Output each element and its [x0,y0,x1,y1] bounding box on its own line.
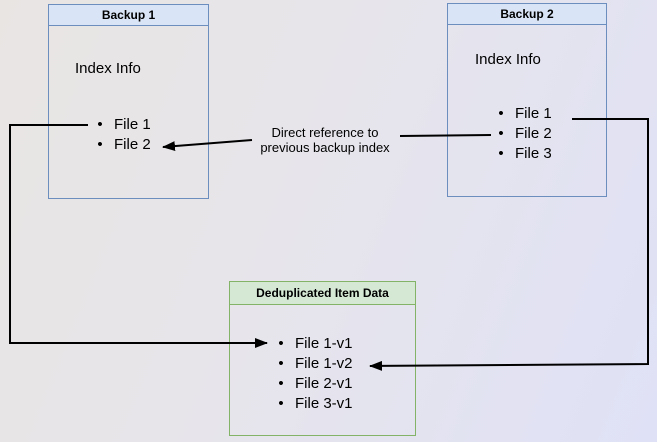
list-item: • File 2 [92,135,151,155]
backup1-file-list: • File 1 • File 2 [92,115,151,155]
backup1-box: Backup 1 Index Info • File 1 • File 2 [48,4,209,199]
list-item: • File 3 [493,144,552,164]
backup2-file-list: • File 1 • File 2 • File 3 [493,104,552,164]
list-item: • File 1-v1 [273,334,353,354]
item-label: File 1-v1 [295,335,353,352]
item-label: File 3-v1 [295,395,353,412]
list-item: • File 2 [493,124,552,144]
bullet-icon: • [498,145,504,162]
file-label: File 3 [515,145,552,162]
file-label: File 1 [114,116,151,133]
bullet-icon: • [498,105,504,122]
backup1-index-info-label: Index Info [75,60,141,77]
edge-label-line1: Direct reference to [271,125,379,140]
edge-label-line2: previous backup index [260,139,390,155]
backup2-box: Backup 2 Index Info • File 1 • File 2 • … [447,3,607,197]
backup1-header: Backup 1 [49,5,208,26]
bullet-icon: • [278,395,284,412]
dedup-title: Deduplicated Item Data [256,286,389,300]
backup1-title: Backup 1 [101,8,156,22]
list-item: • File 2-v1 [273,374,353,394]
bullet-icon: • [498,125,504,142]
item-label: File 2-v1 [295,375,353,392]
dedup-box: Deduplicated Item Data • File 1-v1 • Fil… [229,281,416,436]
list-item: • File 1 [92,115,151,135]
edge-label-direct-reference: Direct reference to previous backup inde… [240,125,410,155]
bullet-icon: • [97,136,103,153]
file-label: File 1 [515,105,552,122]
backup2-header: Backup 2 [448,4,606,25]
bullet-icon: • [97,116,103,133]
file-label: File 2 [114,136,151,153]
dedup-header: Deduplicated Item Data [230,282,415,305]
dedup-item-list: • File 1-v1 • File 1-v2 • File 2-v1 • Fi… [273,334,353,414]
list-item: • File 1 [493,104,552,124]
bullet-icon: • [278,375,284,392]
bullet-icon: • [278,335,284,352]
backup2-title: Backup 2 [500,7,554,21]
file-label: File 2 [515,125,552,142]
bullet-icon: • [278,355,284,372]
backup2-index-info-label: Index Info [475,51,541,68]
item-label: File 1-v2 [295,355,353,372]
list-item: • File 1-v2 [273,354,353,374]
list-item: • File 3-v1 [273,394,353,414]
